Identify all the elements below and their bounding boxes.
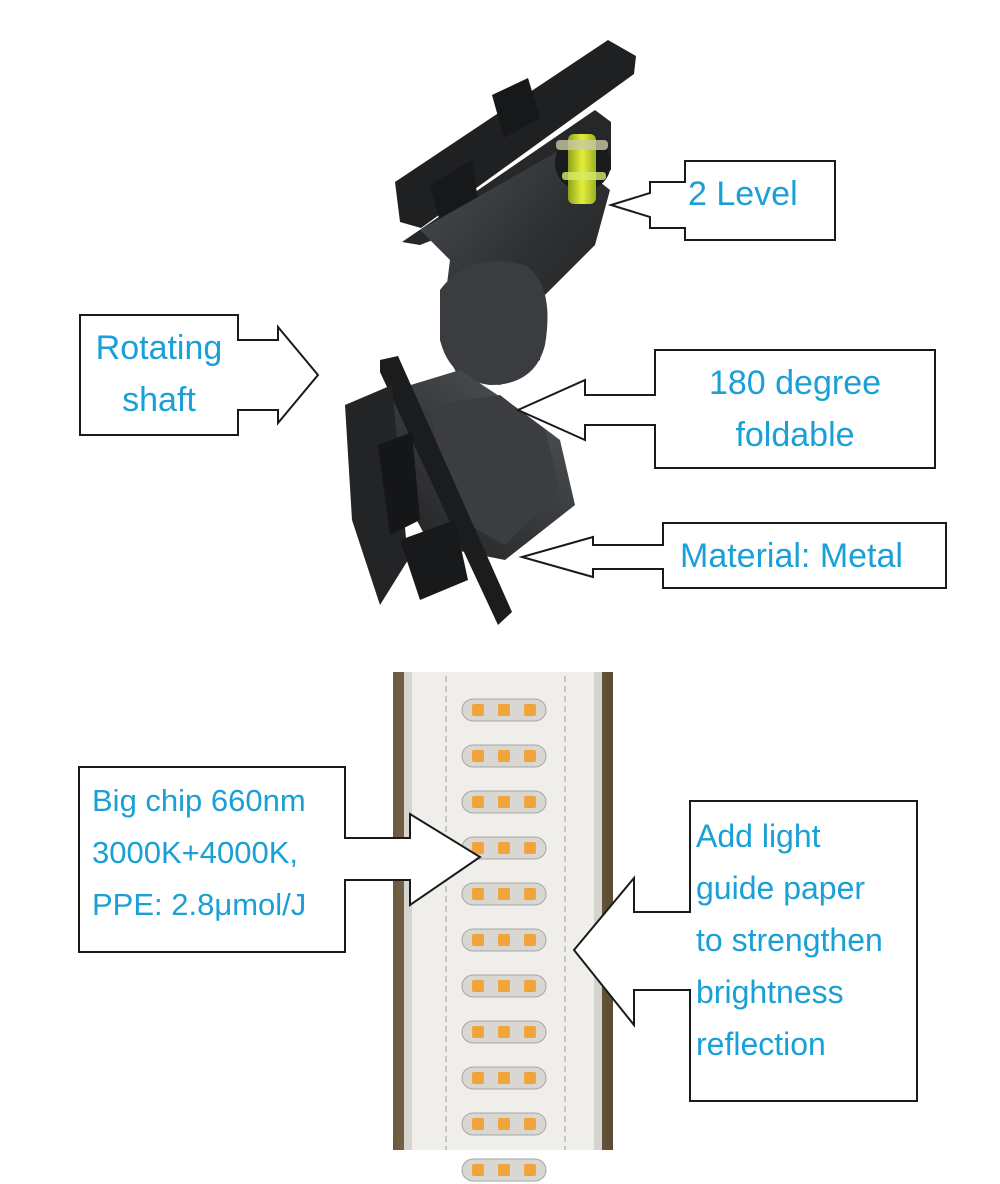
led-chip: [524, 704, 536, 716]
bubble-level: [555, 134, 611, 204]
led-strip-illustration: [393, 672, 613, 1182]
callout-light-guide: [572, 800, 918, 1102]
led-chip: [498, 704, 510, 716]
rotating-shaft-label-line2: shaft: [122, 381, 196, 419]
metal-bracket-illustration: [345, 40, 636, 625]
callout-big-chip: [78, 766, 482, 953]
led-chip: [498, 888, 510, 900]
callout-foldable: [515, 349, 936, 469]
led-chip: [524, 1164, 536, 1176]
led-chip: [498, 1118, 510, 1130]
led-chip: [524, 1026, 536, 1038]
led-chip: [472, 1164, 484, 1176]
led-chip: [498, 1164, 510, 1176]
led-chip: [498, 750, 510, 762]
led-chip: [472, 1026, 484, 1038]
led-chip: [498, 1026, 510, 1038]
led-chip: [524, 796, 536, 808]
guide-label-line3: to strengthen: [696, 922, 883, 958]
chip-label-line3: PPE: 2.8μmol/J: [92, 887, 307, 922]
led-chip: [524, 842, 536, 854]
led-chip: [498, 980, 510, 992]
callout-rotating-shaft: [79, 314, 320, 436]
led-chip: [472, 1118, 484, 1130]
foldable-label-line2: foldable: [735, 416, 855, 454]
guide-label-line5: reflection: [696, 1026, 826, 1062]
led-chip: [498, 842, 510, 854]
led-chip: [524, 1118, 536, 1130]
led-chip: [498, 796, 510, 808]
led-chip: [472, 1072, 484, 1084]
led-chip: [524, 888, 536, 900]
guide-label-line4: brightness: [696, 974, 844, 1010]
led-chip: [472, 934, 484, 946]
level-label: 2 Level: [688, 175, 798, 213]
led-chip: [524, 1072, 536, 1084]
led-chip: [472, 796, 484, 808]
chip-label-line2: 3000K+4000K,: [92, 835, 298, 870]
led-chip: [498, 934, 510, 946]
rotating-shaft-label-line1: Rotating: [95, 329, 223, 367]
callout-material: [518, 522, 947, 589]
led-chip: [472, 980, 484, 992]
led-chip: [524, 934, 536, 946]
led-chip: [472, 842, 484, 854]
chip-label-line1: Big chip 660nm: [92, 783, 306, 818]
guide-label-line2: guide paper: [696, 870, 866, 906]
led-chip: [498, 1072, 510, 1084]
foldable-label-line1: 180 degree: [708, 364, 882, 402]
material-label: Material: Metal: [680, 537, 903, 575]
guide-label-line1: Add light: [696, 818, 821, 854]
led-chip: [472, 704, 484, 716]
led-chip: [472, 888, 484, 900]
led-chip: [472, 750, 484, 762]
led-chip: [524, 980, 536, 992]
led-chip: [524, 750, 536, 762]
callout-level: [607, 160, 836, 241]
